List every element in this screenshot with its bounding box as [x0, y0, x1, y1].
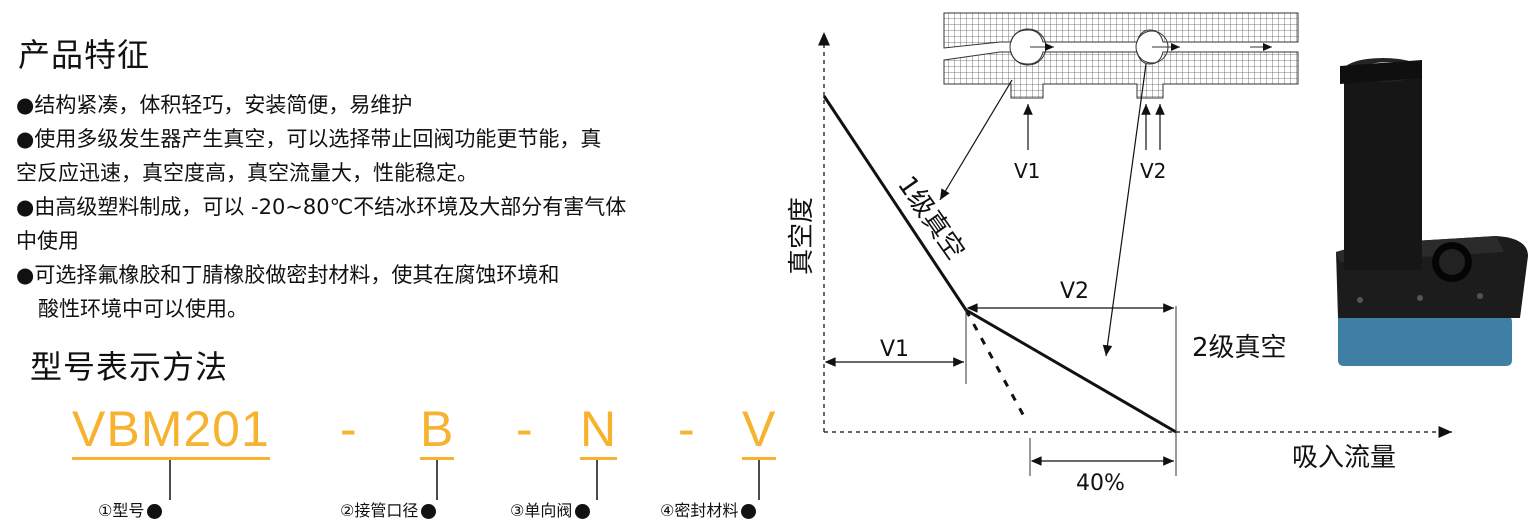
product-image: [1336, 58, 1528, 366]
feature-item: ●可选择氟橡胶和丁腈橡胶做密封材料，使其在腐蚀环境和: [16, 263, 560, 287]
dot-icon: [421, 504, 437, 519]
features-title: 产品特征: [18, 36, 151, 74]
model-separator: -: [340, 401, 357, 457]
feature-item: ●由高级塑料制成，可以 -20~80℃不结冰环境及大部分有害气体: [16, 195, 627, 219]
stage1-curve: [822, 95, 968, 311]
stage1-extension: [964, 309, 1028, 421]
model-part-v: V: [742, 400, 777, 460]
model-part-n: N: [580, 400, 618, 460]
label-seal-material: ④密封材料: [660, 497, 757, 521]
feature-item-continued: 中使用: [16, 229, 79, 253]
stage1-label: 1级真空: [891, 171, 970, 266]
dot-icon: [575, 504, 591, 519]
model-part-b: B: [420, 400, 455, 460]
ejector-cross-section: [943, 12, 1299, 99]
feature-item-continued: 酸性环境中可以使用。: [38, 297, 248, 321]
y-axis-label: 真空度: [787, 197, 817, 275]
v2-dimension-label: V2: [1060, 279, 1089, 304]
feature-list: ●结构紧凑，体积轻巧，安装简便，易维护 ●使用多级发生器产生真空，可以选择带止回…: [16, 88, 736, 326]
feature-item: ●结构紧凑，体积轻巧，安装简便，易维护: [16, 93, 413, 117]
label-model: ①型号: [98, 497, 163, 521]
model-leaders: [169, 460, 760, 500]
model-separator: -: [516, 401, 533, 457]
feature-item: ●使用多级发生器产生真空，可以选择带止回阀功能更节能，真: [16, 127, 602, 151]
label-port-size: ②接管口径: [340, 497, 437, 521]
model-separator: -: [678, 401, 695, 457]
v2-inlet-label: V2: [1140, 159, 1166, 183]
stage2-curve: [965, 308, 1177, 434]
model-title: 型号表示方法: [30, 348, 229, 386]
v1-dimension-label: V1: [880, 337, 909, 362]
x-axis-label: 吸入流量: [1292, 443, 1396, 473]
stage2-label: 2级真空: [1192, 333, 1287, 363]
dot-icon: [147, 504, 163, 519]
feature-item-continued: 空反应迅速，真空度高，真空流量大，性能稳定。: [16, 161, 478, 185]
label-check-valve: ③单向阀: [510, 497, 591, 521]
model-code: VBM201: [72, 400, 270, 460]
v1-inlet-label: V1: [1014, 159, 1040, 183]
dot-icon: [741, 504, 757, 519]
percent-label: 40%: [1076, 471, 1125, 496]
